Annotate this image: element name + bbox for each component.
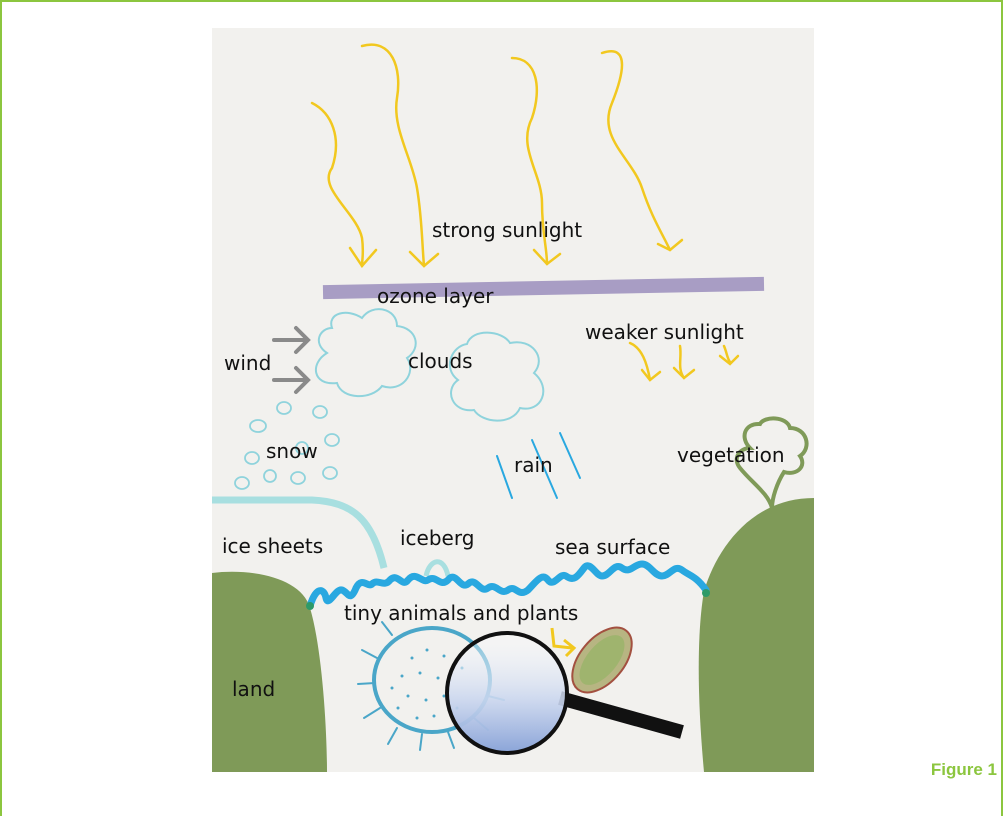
label-strong-sunlight: strong sunlight [432,218,582,242]
sea-edge-left [306,602,314,610]
label-iceberg: iceberg [400,526,474,550]
label-land: land [232,677,275,701]
climate-diagram: strong sunlight ozone layer weaker sunli… [212,28,814,772]
label-sea-surface: sea surface [555,535,670,559]
label-tiny-animals-plants: tiny animals and plants [344,601,578,625]
figure-label: Figure 1 [931,760,997,780]
label-clouds: clouds [408,349,473,373]
label-weaker-sunlight: weaker sunlight [585,320,744,344]
label-ozone-layer: ozone layer [377,284,494,308]
label-wind: wind [224,351,271,375]
label-rain: rain [514,453,553,477]
label-ice-sheets: ice sheets [222,534,323,558]
sea-edge-right [702,589,710,597]
label-snow: snow [266,439,318,463]
label-vegetation: vegetation [677,443,785,467]
